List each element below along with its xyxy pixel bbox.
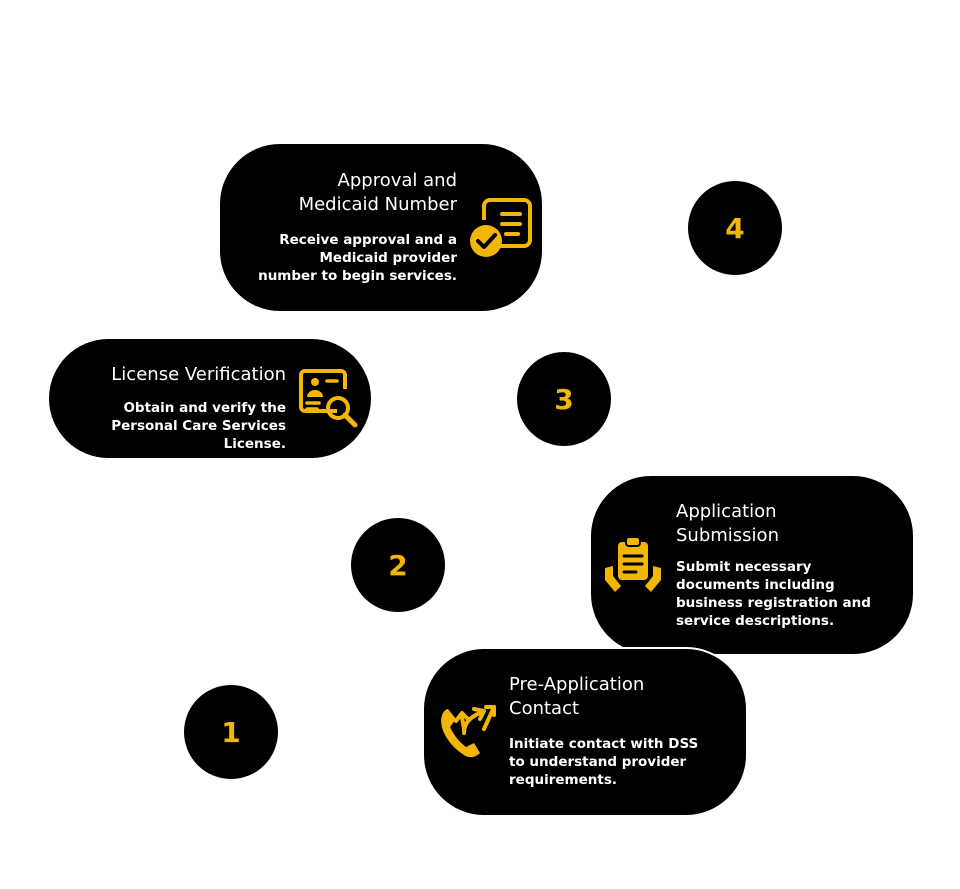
- step-4-card: Approval and Medicaid Number Receive app…: [220, 144, 542, 311]
- step-1-description: Initiate contact with DSS to understand …: [509, 736, 699, 788]
- step-2-number: 2: [388, 548, 408, 582]
- step-4-number-circle: 4: [688, 181, 782, 275]
- step-4-number: 4: [725, 211, 745, 245]
- step-2-number-circle: 2: [351, 518, 445, 612]
- step-3-title: License Verification: [111, 364, 286, 385]
- document-search-icon: [297, 367, 361, 431]
- step-1-card: Pre-Application Contact Initiate contact…: [424, 649, 746, 815]
- clipboard-in-hands-icon: [601, 534, 665, 598]
- step-2-card: Application Submission Submit necessary …: [591, 476, 913, 654]
- step-4-title: Approval and Medicaid Number: [298, 170, 457, 215]
- step-1-number: 1: [221, 715, 241, 749]
- step-2-description: Submit necessary documents including bus…: [676, 559, 871, 629]
- step-1-number-circle: 1: [184, 685, 278, 779]
- step-3-description: Obtain and verify the Personal Care Serv…: [111, 400, 286, 452]
- document-check-icon: [468, 196, 534, 262]
- step-3-number: 3: [554, 382, 574, 416]
- step-3-card: License Verification Obtain and verify t…: [49, 339, 371, 458]
- phone-call-icon: [434, 699, 498, 763]
- step-4-description: Receive approval and a Medicaid provider…: [258, 232, 457, 284]
- step-3-number-circle: 3: [517, 352, 611, 446]
- step-2-title: Application Submission: [676, 501, 779, 546]
- step-1-title: Pre-Application Contact: [509, 674, 645, 719]
